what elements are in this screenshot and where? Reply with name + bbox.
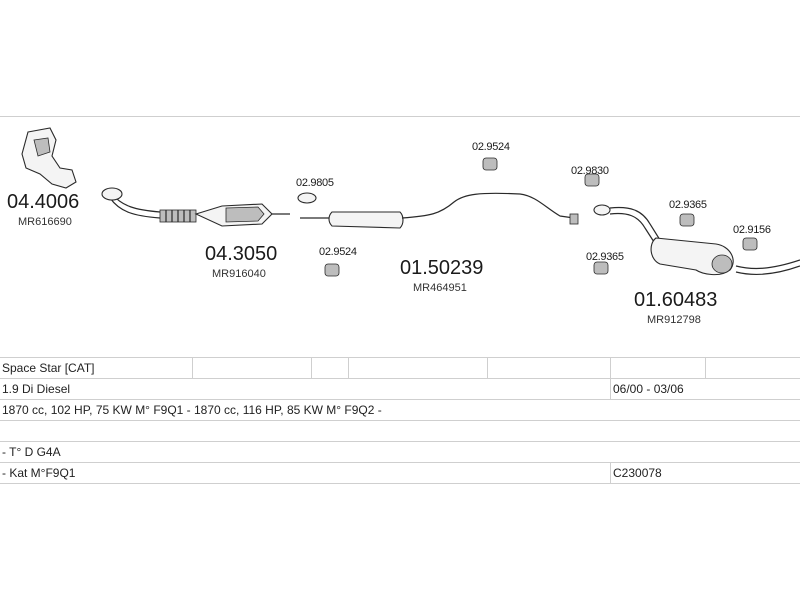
center-silencer-oem: MR464951 — [413, 282, 467, 294]
table-row: - Kat M°F9Q1 C230078 — [0, 462, 800, 484]
hanger-c-number: 02.9830 — [571, 165, 609, 177]
part-front-pipe[interactable]: 04.4006 MR616690 — [7, 127, 161, 228]
center-silencer-number: 01.50239 — [400, 257, 483, 279]
empty-cell — [705, 357, 800, 379]
table-row: - T° D G4A — [0, 441, 800, 463]
manifold-shape — [21, 127, 77, 189]
hanger-d-number: 02.9365 — [586, 251, 624, 263]
hanger-a-number: 02.9524 — [319, 246, 357, 258]
center-outlet-tip — [569, 213, 579, 225]
hanger-icon — [324, 263, 340, 277]
manifold-detail — [33, 137, 51, 157]
catalyst-heat-shield — [225, 206, 265, 223]
vehicle-info-table: Space Star [CAT] 1.9 Di Diesel 06/00 - 0… — [0, 357, 800, 484]
accessory-gasket[interactable]: 02.9805 — [296, 177, 334, 204]
empty-cell — [610, 357, 706, 379]
empty-cell — [311, 357, 349, 379]
top-border — [0, 116, 800, 117]
hanger-icon — [679, 213, 695, 227]
hanger-e-number: 02.9365 — [669, 199, 707, 211]
hanger-icon — [482, 157, 498, 171]
empty-cell — [487, 357, 611, 379]
part-center-silencer[interactable]: 01.50239 MR464951 — [300, 192, 579, 294]
center-silencer-body — [328, 211, 404, 229]
table-row: 1.9 Di Diesel 06/00 - 03/06 — [0, 378, 800, 400]
hanger-icon — [584, 173, 600, 187]
accessory-hanger-a[interactable]: 02.9524 — [319, 246, 357, 277]
exhaust-diagram: 04.4006 MR616690 04.3050 MR916040 02.980… — [7, 127, 800, 326]
center-outlet-pipe — [401, 192, 575, 219]
flex-joint-ribs — [165, 210, 191, 222]
table-row: Space Star [CAT] — [0, 357, 800, 379]
years-cell: 06/00 - 03/06 — [610, 378, 800, 400]
part-catalyst[interactable]: 04.3050 MR916040 — [159, 203, 290, 280]
hanger-f-number: 02.9156 — [733, 224, 771, 236]
hanger-icon — [593, 261, 609, 275]
accessory-hanger-b[interactable]: 02.9524 — [472, 141, 510, 171]
model-cell: Space Star [CAT] — [0, 357, 193, 379]
empty-cell — [192, 357, 312, 379]
empty-cell — [348, 357, 488, 379]
hanger-b-number: 02.9524 — [472, 141, 510, 153]
accessory-hanger-d[interactable]: 02.9365 — [586, 251, 624, 275]
kat-code-cell: C230078 — [610, 462, 800, 484]
kat-cell: - Kat M°F9Q1 — [0, 462, 611, 484]
rear-silencer-end — [711, 254, 733, 274]
rear-silencer-oem: MR912798 — [647, 314, 701, 326]
gasket-number: 02.9805 — [296, 177, 334, 189]
specs-cell: 1870 cc, 102 HP, 75 KW M° F9Q1 - 1870 cc… — [0, 399, 800, 421]
rear-silencer-number: 01.60483 — [634, 289, 717, 311]
empty-row-cell — [0, 420, 800, 442]
catalyst-oem: MR916040 — [212, 268, 266, 280]
catalyst-number: 04.3050 — [205, 243, 277, 265]
gasket-icon — [297, 192, 317, 204]
rear-inlet-pipe — [609, 206, 661, 243]
front-pipe-number: 04.4006 — [7, 191, 79, 213]
accessory-hanger-c[interactable]: 02.9830 — [571, 165, 609, 187]
table-row — [0, 420, 800, 442]
type-cell: - T° D G4A — [0, 441, 800, 463]
table-row: 1870 cc, 102 HP, 75 KW M° F9Q1 - 1870 cc… — [0, 399, 800, 421]
rear-inlet-flange — [593, 204, 611, 216]
rear-tail-pipe — [735, 259, 800, 276]
accessory-hanger-f[interactable]: 02.9156 — [733, 224, 771, 251]
engine-cell: 1.9 Di Diesel — [0, 378, 611, 400]
part-rear-silencer[interactable]: 01.60483 MR912798 — [593, 204, 800, 326]
accessory-hanger-e[interactable]: 02.9365 — [669, 199, 707, 227]
hanger-icon — [742, 237, 758, 251]
front-pipe-flange — [101, 187, 123, 201]
front-pipe-oem: MR616690 — [18, 216, 72, 228]
